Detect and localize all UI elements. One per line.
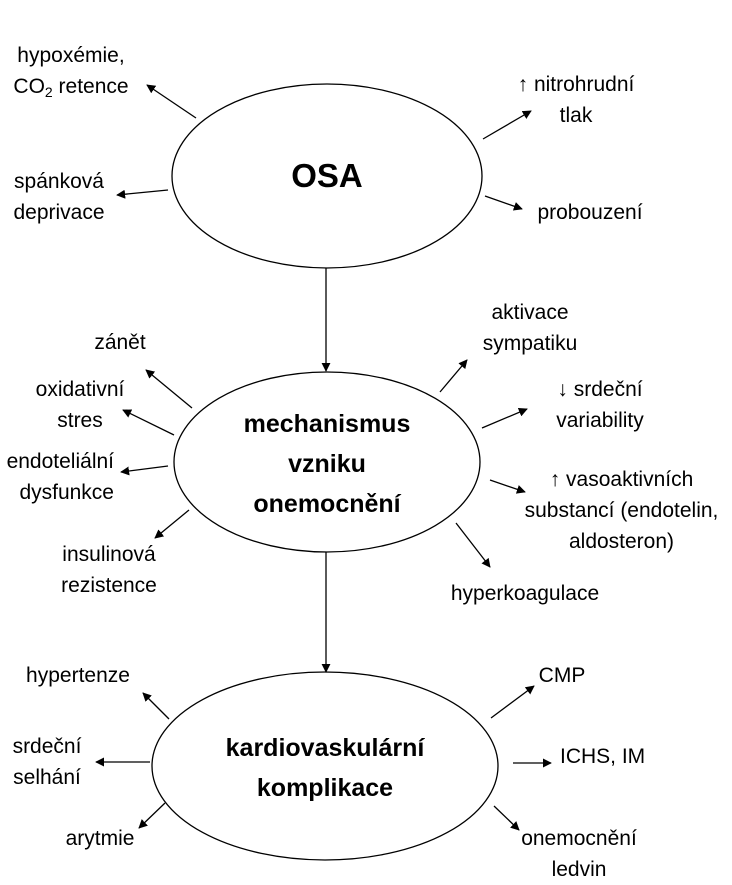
label-sleep-deprivation-line1: spánková [14,170,104,193]
arrow-to-vasoactive-substances [489,479,526,494]
label-sympathetic-activation-line1: aktivace [491,301,569,324]
label-hypercoagulation: hyperkoagulace [450,582,600,605]
label-heart-failure-line1: srdeční [12,735,82,758]
osa-ellipse [171,83,483,269]
label-heart-failure-line2: selhání [13,766,81,789]
label-ichs: ICHS, IM [560,745,646,768]
label-insulin-resistence-line1: insulinová [62,543,156,566]
label-vasoactive-substances-line2: substancí (endotelin, [524,499,719,522]
label-kidney-disease-line1: onemocnění [521,827,637,850]
label-heart-rate-variability-line1: ↓ srdeční [557,378,643,401]
label-heart-rate-variability: ↓ srdeční variability [530,374,670,436]
mechanism-title-line1: mechanismus [243,410,411,438]
arrow-to-sleep-deprivation [116,189,169,199]
arrow-to-oxidative-stress [122,409,175,436]
arrow-to-arousal [484,195,523,211]
label-kidney-disease: onemocnění ledvin [509,823,649,885]
arrow-to-inflammation [145,369,193,409]
arrow-to-heart-rate-variability [481,408,528,429]
arrow-to-endothelial-dysfunction [120,465,169,476]
label-hypertension: hypertenze [26,664,130,687]
label-insulin-resistence: insulinová rezistence [44,539,174,601]
mechanism-title: mechanismus vzniku onemocnění [202,404,452,524]
label-inflammation: zánět [94,331,146,354]
label-arrhythmia: arytmie [65,827,135,850]
arrow-to-hypertension [142,692,170,720]
label-oxidative-stress-line1: oxidativní [35,378,125,401]
arrow-to-stroke [490,685,535,719]
label-vasoactive-substances-line1: ↑ vasoaktivních [549,468,694,491]
arrow-to-sympathetic-activation [439,359,468,393]
label-endothelial-dysfunction-line2: dysfunkce [19,481,114,504]
label-insulin-resistence-line2: rezistence [61,574,157,597]
mechanism-title-line2: vzniku [288,450,366,478]
arrow-to-arrhythmia [138,802,166,829]
label-stroke: CMP [538,664,586,687]
label-heart-rate-variability-line2: variability [556,409,644,432]
mechanism-title-line3: onemocnění [253,490,401,518]
arrow-to-kidney-disease [493,805,520,831]
osa-title: OSA [227,156,427,196]
label-hypoxemia: hypoxémie, CO2 retence [0,40,142,102]
label-vasoactive-substances-line3: aldosteron) [568,530,675,553]
label-intrathoracic-pressure: ↑ nitrohrudní tlak [491,69,661,131]
label-oxidative-stress-line2: stres [57,409,103,432]
label-vasoactive-substances: ↑ vasoaktivních substancí (endotelin, al… [511,464,732,557]
complications-title: kardiovaskulární komplikace [195,728,455,808]
mechanism-ellipse [173,371,481,553]
label-oxidative-stress: oxidativní stres [15,374,145,436]
arrow-to-intrathoracic-pressure [482,110,532,140]
arrow-to-hypercoagulation [455,522,491,568]
label-heart-failure: srdeční selhání [2,731,92,793]
label-sleep-deprivation: spánková deprivace [0,166,118,228]
label-intrathoracic-pressure-line2: tlak [559,104,593,127]
label-hypoxemia-line1: hypoxémie, [17,44,125,67]
arrow-to-insulin-resistence [154,509,190,539]
label-hypoxemia-line2: CO2 retence [13,75,129,100]
osa-title-text: OSA [291,157,363,194]
label-intrathoracic-pressure-line1: ↑ nitrohrudní [517,73,635,96]
complications-title-line1: kardiovaskulární [225,734,425,762]
arrow-to-hypoxemia [146,84,197,119]
label-sympathetic-activation: aktivace sympatiku [465,297,595,359]
label-sympathetic-activation-line2: sympatiku [482,332,578,355]
label-kidney-disease-line2: ledvin [551,858,607,881]
label-endothelial-dysfunction: endoteliální dysfunkce [0,446,114,508]
label-endothelial-dysfunction-line1: endoteliální [6,450,114,473]
complications-title-line2: komplikace [256,774,394,802]
label-arousal: probouzení [537,201,643,224]
label-sleep-deprivation-line2: deprivace [13,201,105,224]
